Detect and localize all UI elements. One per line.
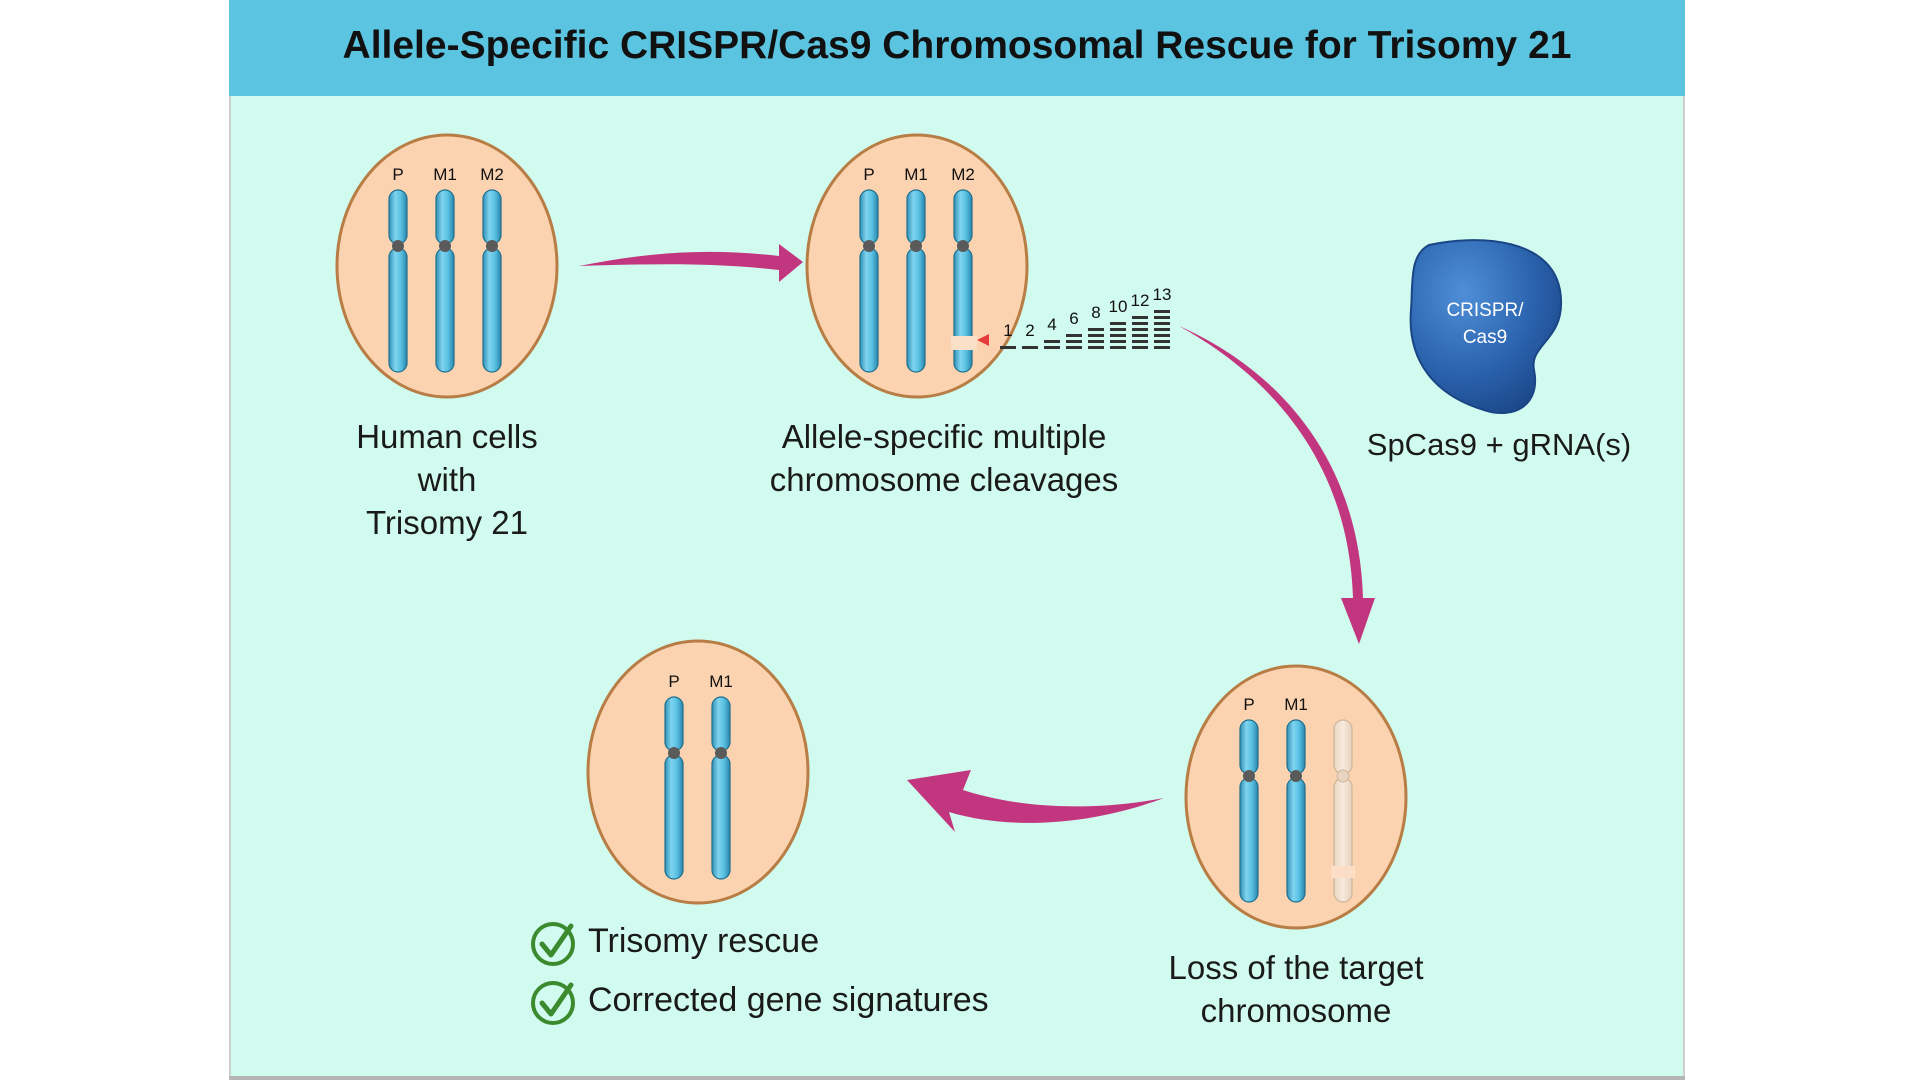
panel-bottom-border [229, 1076, 1685, 1080]
title-banner: Allele-Specific CRISPR/Cas9 Chromosomal … [229, 0, 1685, 96]
chromosome-m1 [435, 189, 455, 373]
label-m1: M1 [1284, 695, 1308, 714]
label-m1: M1 [904, 165, 928, 184]
check-icon [531, 922, 575, 966]
cleavage-count-label: 6 [1069, 309, 1078, 328]
chromosome-p [388, 189, 408, 373]
label-p: P [1243, 695, 1254, 714]
chromosome-m1 [711, 696, 731, 880]
diagram-art: P M1 M2 P M1 [335, 133, 1563, 1025]
cas9-label-line2: Cas9 [1463, 327, 1507, 348]
chromosome-m2-cut [951, 189, 977, 373]
caption-line: Allele-specific multiple [781, 418, 1107, 455]
caption-line: Human cells [356, 418, 538, 455]
cleavage-bar [1022, 346, 1038, 349]
cleavage-count-label: 4 [1047, 315, 1056, 334]
cas9-protein: CRISPR/ Cas9 [1409, 239, 1563, 415]
chromosome-lost-ghost [1331, 719, 1355, 903]
label-p: P [668, 672, 679, 691]
cleavage-count-label: 1 [1003, 321, 1012, 340]
cut-marker [977, 334, 989, 346]
caption-cleavage: Allele-specific multiple chromosome clea… [729, 415, 1159, 501]
page-title: Allele-Specific CRISPR/Cas9 Chromosomal … [342, 24, 1572, 67]
caption-line: chromosome [1200, 992, 1392, 1029]
cell-loss: P M1 [1184, 664, 1408, 930]
arrow-to-cleavage [579, 244, 803, 282]
cleavage-count-label: 10 [1109, 297, 1128, 316]
cleavage-bar [1132, 316, 1148, 349]
cleavage-bar [1000, 346, 1016, 349]
label-p: P [863, 165, 874, 184]
label-m1: M1 [709, 672, 733, 691]
cleavage-bar [1110, 322, 1126, 349]
outcome-trisomy-rescue: Trisomy rescue [588, 922, 820, 960]
label-p: P [392, 165, 403, 184]
chromosome-m1 [1286, 719, 1306, 903]
chromosome-p [1239, 719, 1259, 903]
chromosome-p [859, 189, 879, 373]
panel-left-border [229, 96, 231, 1076]
cas9-label-line1: CRISPR/ [1446, 300, 1524, 321]
caption-human-cells: Human cells with Trisomy 21 [327, 415, 567, 544]
caption-line: Trisomy 21 [366, 504, 528, 541]
cleavage-bar [1154, 310, 1170, 349]
outcome-corrected-gene-signatures: Corrected gene signatures [588, 981, 989, 1019]
caption-line: Loss of the target [1168, 949, 1424, 986]
caption-cas9: SpCas9 + gRNA(s) [1344, 423, 1654, 466]
cleavage-count-label: 2 [1025, 321, 1034, 340]
label-m2: M2 [951, 165, 975, 184]
cell-rescued: P M1 [586, 639, 810, 905]
chromosome-m1 [906, 189, 926, 373]
slide: Allele-Specific CRISPR/Cas9 Chromosomal … [229, 0, 1685, 1080]
arrow-to-rescued [907, 770, 1164, 832]
cleavage-bar [1044, 340, 1060, 349]
caption-line: SpCas9 + gRNA(s) [1366, 427, 1632, 462]
cleavage-count-label: 13 [1153, 285, 1172, 304]
cell-cleavage: P M1 M2 [805, 133, 1029, 399]
label-m2: M2 [480, 165, 504, 184]
caption-line: chromosome cleavages [769, 461, 1119, 498]
cleavage-count-label: 12 [1131, 291, 1150, 310]
cleavage-count-label: 8 [1091, 303, 1100, 322]
cleavage-bar [1088, 328, 1104, 349]
check-icon [531, 981, 575, 1025]
caption-line: with [417, 461, 477, 498]
caption-loss: Loss of the target chromosome [1141, 946, 1451, 1032]
arrow-to-loss [1179, 326, 1375, 644]
panel-right-border [1683, 96, 1685, 1076]
label-m1: M1 [433, 165, 457, 184]
cleavage-bar [1066, 334, 1082, 349]
chromosome-m2 [482, 189, 502, 373]
chromosome-p [664, 696, 684, 880]
cell-trisomy: P M1 M2 [335, 133, 559, 399]
